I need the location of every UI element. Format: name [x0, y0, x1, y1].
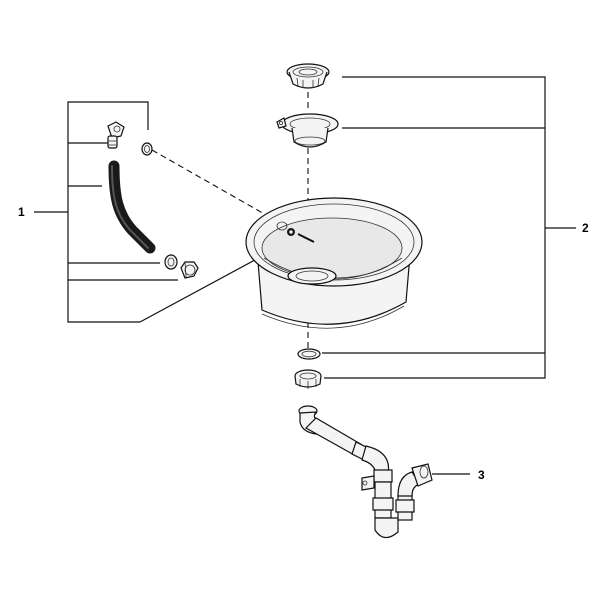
overflow-screw — [287, 228, 315, 243]
overflow-hose — [108, 160, 156, 254]
drain-nut — [294, 369, 322, 389]
callout-1-bracket — [67, 101, 293, 323]
strainer-basket — [286, 63, 330, 89]
callout-2-label: 2 — [582, 221, 589, 235]
siphon-trap — [298, 405, 433, 539]
sealing-ring — [164, 254, 178, 270]
lock-nut — [180, 261, 199, 279]
sink-bowl — [245, 197, 423, 329]
overflow-fitting — [107, 121, 125, 149]
callout-3-group: 3 — [432, 468, 485, 482]
callout-2-group: 2 — [322, 76, 589, 379]
callout-1-group: 1 — [18, 101, 293, 323]
callout-1-label: 1 — [18, 205, 25, 219]
assembly-line-overflow — [151, 149, 297, 233]
drain-washer — [297, 348, 321, 360]
callout-3-label: 3 — [478, 468, 485, 482]
drain-strainer — [276, 113, 339, 148]
seal-ring-small — [141, 142, 153, 156]
